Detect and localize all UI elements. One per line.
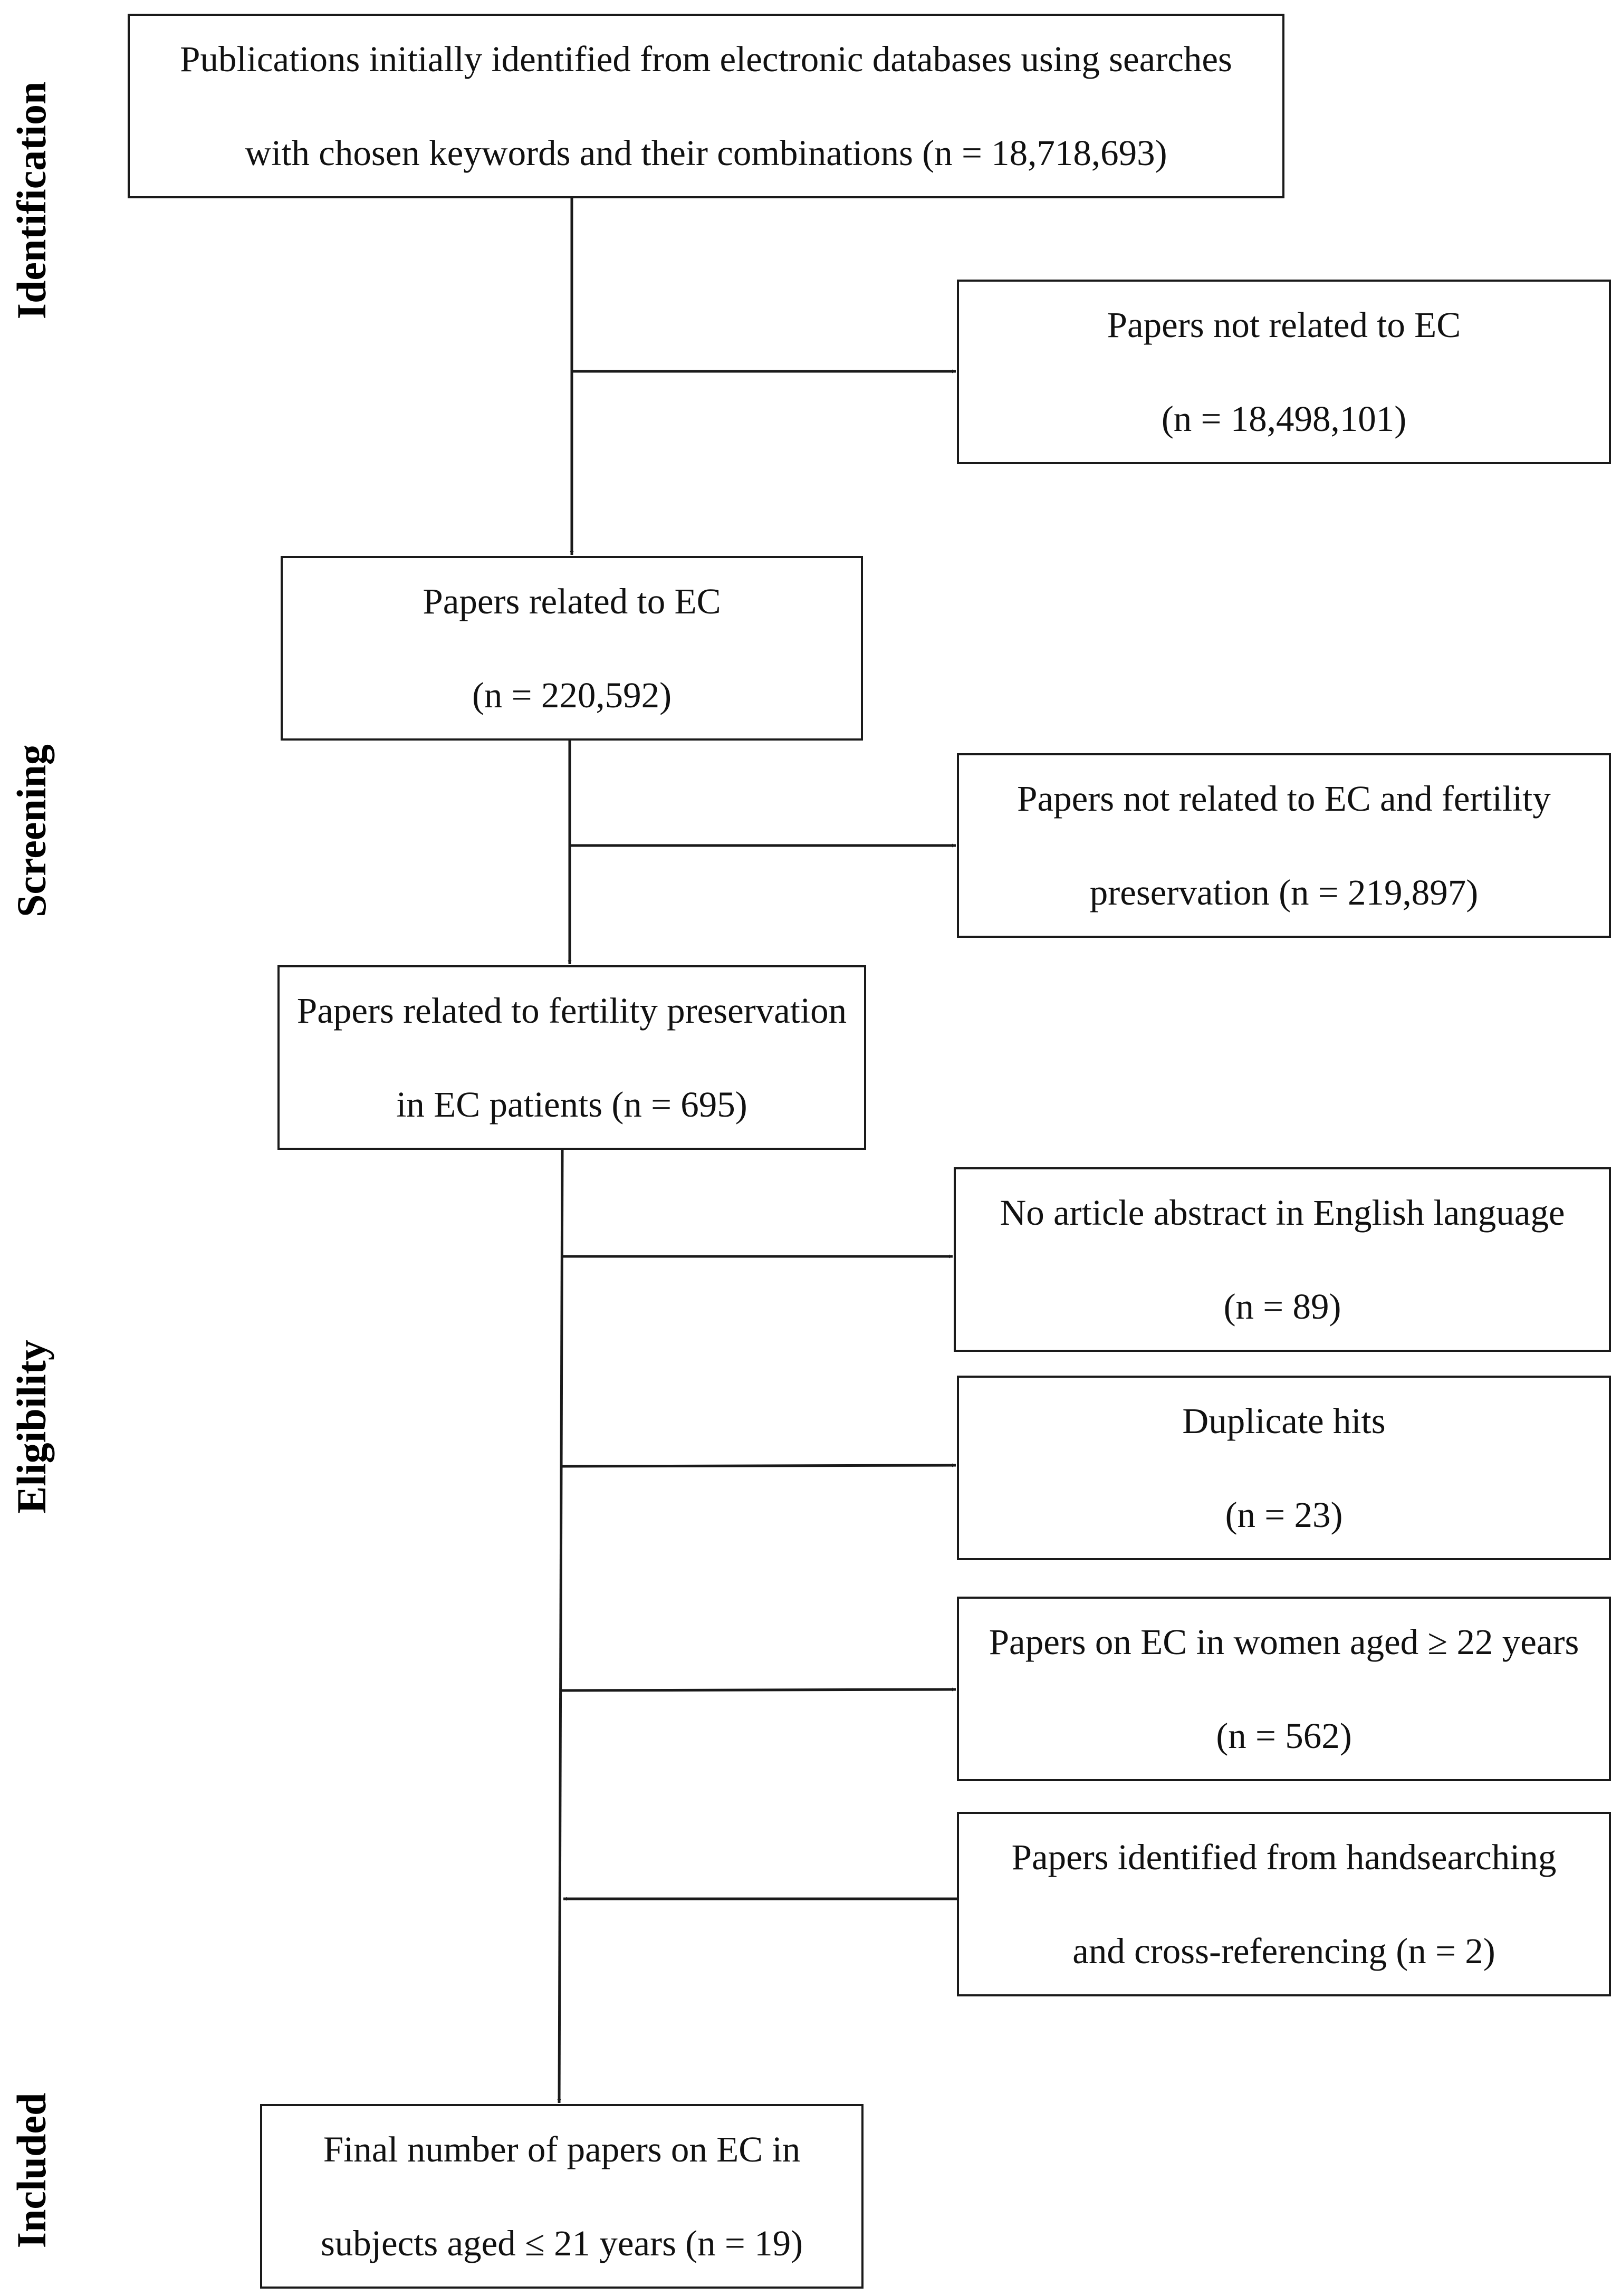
box-related-ec-line1: Papers related to EC	[423, 581, 721, 621]
box-handsearching-line2: and cross-referencing (n = 2)	[1072, 1931, 1495, 1971]
connector-exclude-duplicates	[562, 1463, 956, 1468]
box-handsearching-line1: Papers identified from handsearching	[1011, 1837, 1557, 1877]
box-women-aged-22: Papers on EC in women aged ≥ 22 years (n…	[957, 1597, 1611, 1781]
connector-exclude-women-aged-22	[561, 1687, 956, 1692]
box-no-abstract-english-line2: (n = 89)	[1223, 1286, 1341, 1327]
box-final-included-line1: Final number of papers on EC in	[323, 2129, 801, 2169]
box-identified-records-line1: Publications initially identified from e…	[180, 39, 1232, 79]
box-duplicates: Duplicate hits (n = 23)	[957, 1376, 1611, 1560]
box-final-included-line2: subjects aged ≤ 21 years (n = 19)	[320, 2223, 803, 2263]
box-no-abstract-english-line1: No article abstract in English language	[1000, 1193, 1565, 1233]
box-not-related-ec-line1: Papers not related to EC	[1107, 305, 1461, 345]
connector-fertility-to-final	[557, 1149, 564, 2103]
box-not-related-fertility-line1: Papers not related to EC and fertility	[1017, 779, 1551, 819]
box-not-related-fertility-line2: preservation (n = 219,897)	[1089, 872, 1479, 912]
box-handsearching: Papers identified from handsearching and…	[957, 1812, 1611, 1996]
box-duplicates-line2: (n = 23)	[1225, 1495, 1343, 1535]
box-no-abstract-english: No article abstract in English language …	[954, 1167, 1611, 1352]
box-related-fertility: Papers related to fertility preservation…	[277, 965, 866, 1150]
box-identified-records: Publications initially identified from e…	[128, 14, 1284, 198]
box-women-aged-22-line2: (n = 562)	[1216, 1716, 1352, 1756]
box-related-ec: Papers related to EC (n = 220,592)	[281, 556, 863, 741]
box-women-aged-22-line1: Papers on EC in women aged ≥ 22 years	[989, 1622, 1579, 1662]
box-final-included: Final number of papers on EC in subjects…	[260, 2104, 864, 2289]
box-related-fertility-line2: in EC patients (n = 695)	[396, 1084, 747, 1125]
box-not-related-ec-line2: (n = 18,498,101)	[1161, 399, 1407, 439]
box-related-fertility-line1: Papers related to fertility preservation	[296, 991, 847, 1031]
box-identified-records-line2: with chosen keywords and their combinati…	[245, 133, 1167, 173]
box-related-ec-line2: (n = 220,592)	[472, 675, 672, 715]
box-not-related-fertility: Papers not related to EC and fertility p…	[957, 753, 1611, 938]
box-not-related-ec: Papers not related to EC (n = 18,498,101…	[957, 280, 1611, 464]
box-duplicates-line1: Duplicate hits	[1182, 1401, 1386, 1441]
